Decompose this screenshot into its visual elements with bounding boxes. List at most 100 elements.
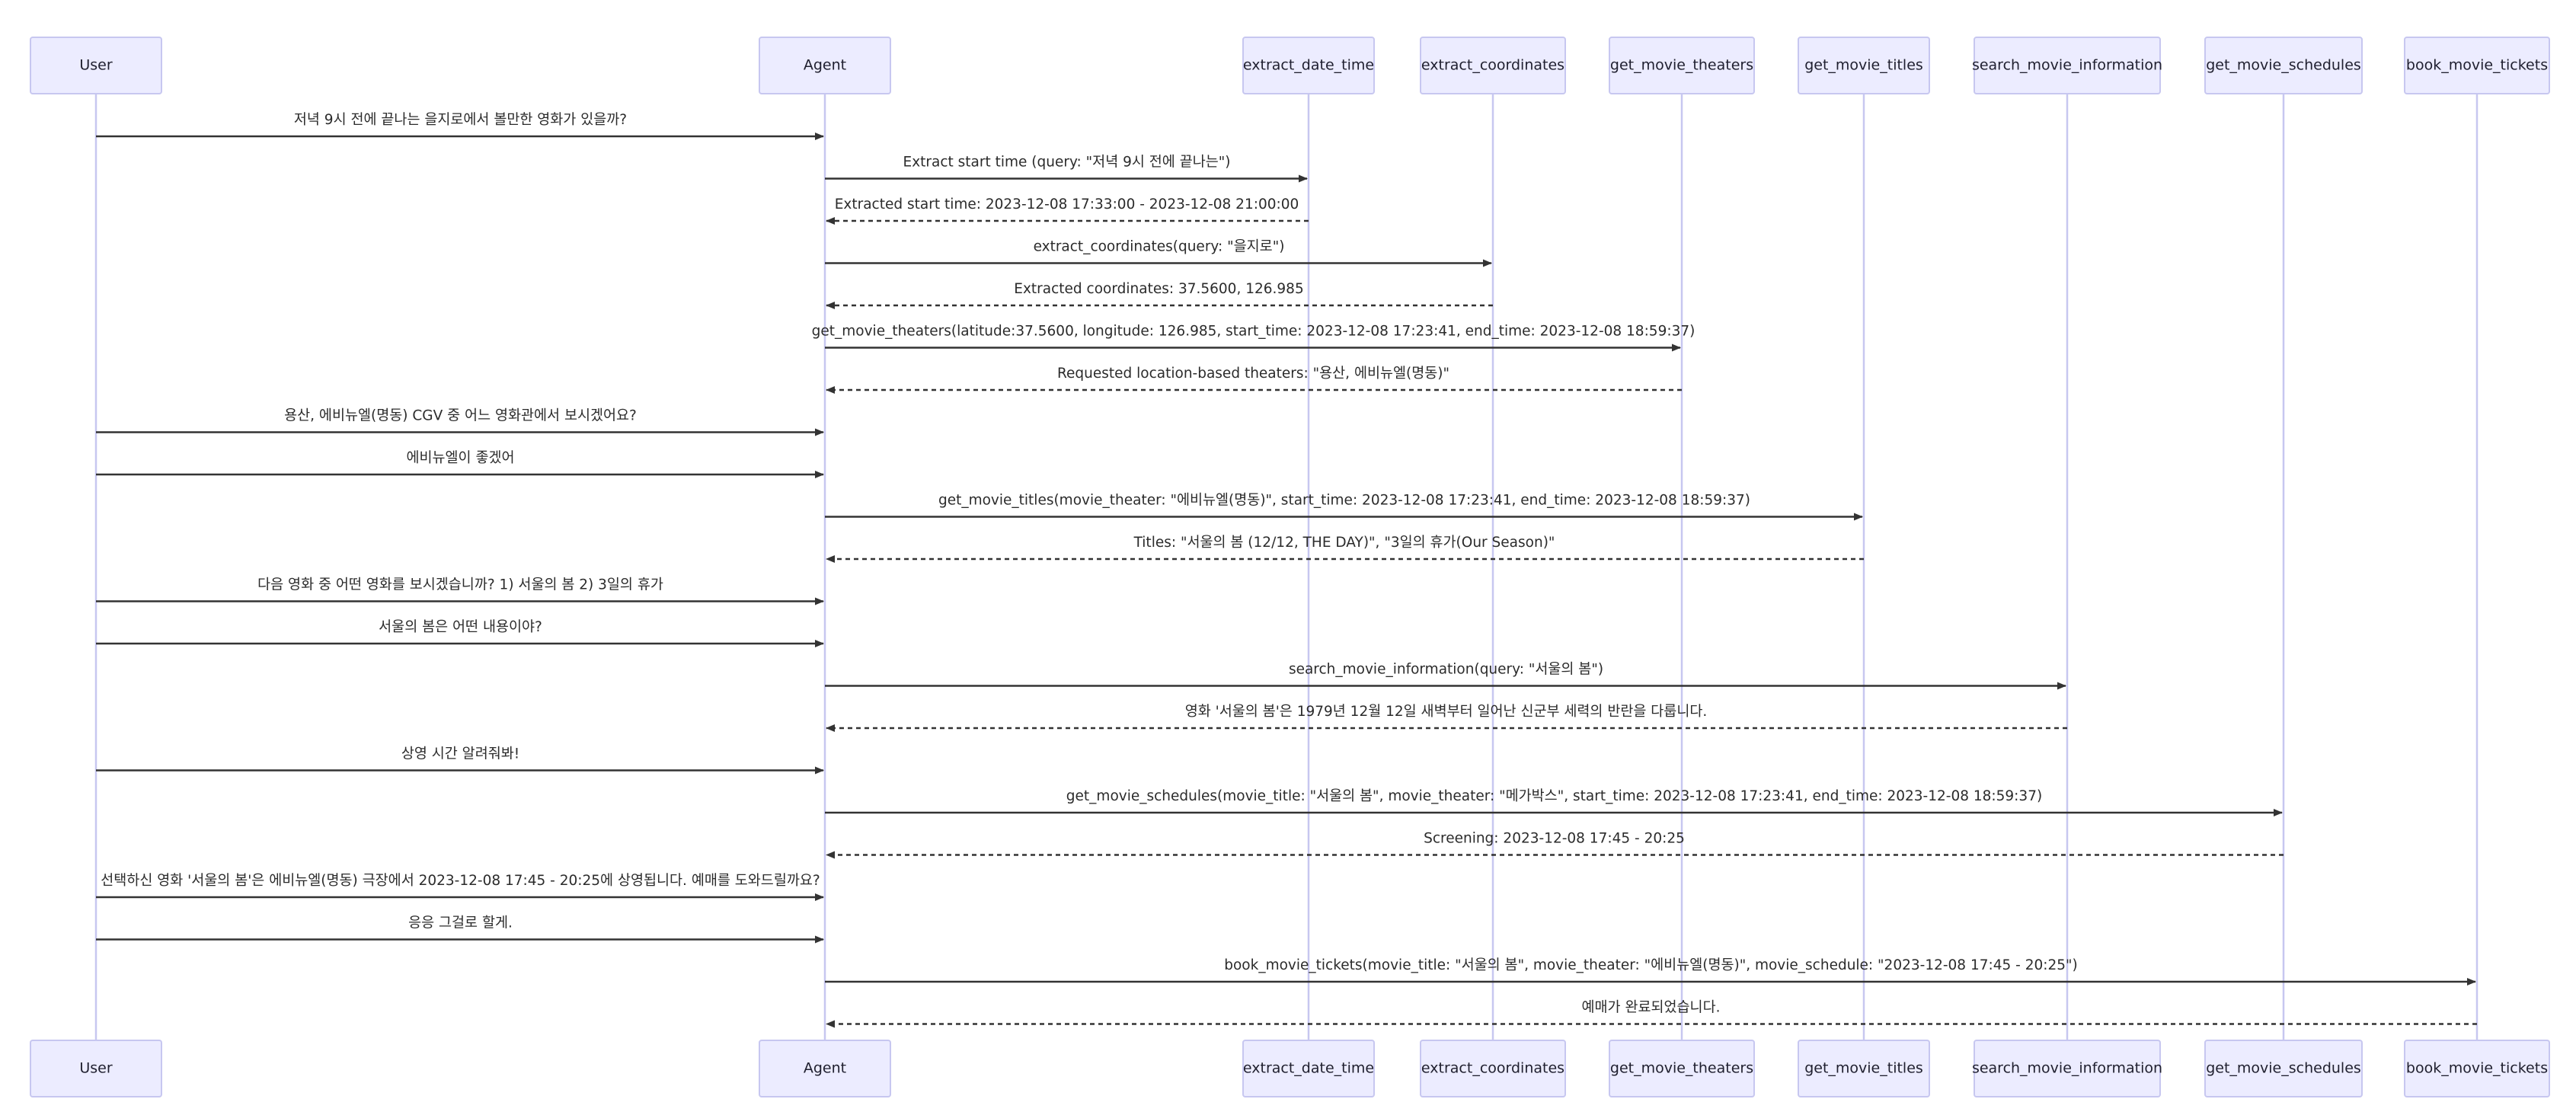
participant-box xyxy=(2404,37,2550,94)
participant-agent-top: Agent xyxy=(759,37,891,94)
message-4: extract_coordinates(query: "을지로") xyxy=(825,239,1492,267)
message-label: Extracted start time: 2023-12-08 17:33:0… xyxy=(835,196,1299,212)
message-22: 예매가 완료되었습니다. xyxy=(826,1000,2477,1028)
message-label: search_movie_information(query: "서울의 봄") xyxy=(1289,662,1603,678)
message-label: get_movie_theaters(latitude:37.5600, lon… xyxy=(812,324,1695,340)
participant-label: User xyxy=(79,57,112,74)
participant-label: extract_coordinates xyxy=(1421,57,1564,74)
message-18: Screening: 2023-12-08 17:45 - 20:25 xyxy=(826,831,2284,859)
participant-label: extract_date_time xyxy=(1243,57,1374,74)
message-label: 예매가 완료되었습니다. xyxy=(1582,1000,1721,1016)
participant-user-bottom: User xyxy=(30,1040,162,1097)
participant-box xyxy=(759,1040,891,1097)
participant-box xyxy=(1420,1040,1566,1097)
participant-label: get_movie_titles xyxy=(1804,57,1923,74)
participant-label: Agent xyxy=(804,57,846,74)
participant-label: User xyxy=(79,1060,112,1077)
message-5: Extracted coordinates: 37.5600, 126.985 xyxy=(826,281,1493,309)
message-label: get_movie_schedules(movie_title: "서울의 봄"… xyxy=(1066,788,2042,804)
message-label: get_movie_titles(movie_theater: "에비뉴엘(명동… xyxy=(938,493,1750,509)
participant-label: extract_coordinates xyxy=(1421,1060,1564,1077)
message-label: Extracted coordinates: 37.5600, 126.985 xyxy=(1014,281,1303,297)
message-17: get_movie_schedules(movie_title: "서울의 봄"… xyxy=(825,788,2283,816)
message-10: get_movie_titles(movie_theater: "에비뉴엘(명동… xyxy=(825,493,1863,521)
message-1: 저녁 9시 전에 끝나는 을지로에서 볼만한 영화가 있을까? xyxy=(96,112,824,140)
message-2: Extract start time (query: "저녁 9시 전에 끝나는… xyxy=(825,155,1308,183)
participant-box xyxy=(1242,37,1375,94)
participant-box xyxy=(1974,1040,2161,1097)
message-9: 에비뉴엘이 좋겠어 xyxy=(96,450,824,478)
message-label: 다음 영화 중 어떤 영화를 보시겠습니까? 1) 서울의 봄 2) 3일의 휴… xyxy=(257,577,663,593)
participant-get_movie_theaters-bottom: get_movie_theaters xyxy=(1609,1040,1755,1097)
participant-box xyxy=(2404,1040,2550,1097)
participant-get_movie_theaters-top: get_movie_theaters xyxy=(1609,37,1755,94)
participant-box xyxy=(2204,1040,2363,1097)
participant-label: book_movie_tickets xyxy=(2406,1060,2548,1077)
message-label: 응응 그걸로 할게. xyxy=(408,915,513,931)
participant-get_movie_titles-bottom: get_movie_titles xyxy=(1798,1040,1930,1097)
participant-extract_date_time-bottom: extract_date_time xyxy=(1242,1040,1375,1097)
message-6: get_movie_theaters(latitude:37.5600, lon… xyxy=(812,324,1695,352)
participant-label: get_movie_titles xyxy=(1804,1060,1923,1077)
participants-bottom: User Agent extract_date_time extract_coordi… xyxy=(30,1040,2550,1097)
message-label: Screening: 2023-12-08 17:45 - 20:25 xyxy=(1424,831,1685,847)
message-label: 상영 시간 알려줘봐! xyxy=(401,746,519,762)
participant-get_movie_schedules-bottom: get_movie_schedules xyxy=(2204,1040,2363,1097)
participant-get_movie_titles-top: get_movie_titles xyxy=(1798,37,1930,94)
message-19: 선택하신 영화 '서울의 봄'은 에비뉴엘(명동) 극장에서 2023-12-0… xyxy=(96,873,824,901)
message-label: Extract start time (query: "저녁 9시 전에 끝나는… xyxy=(903,155,1231,171)
message-label: 서울의 봄은 어떤 내용이야? xyxy=(379,619,542,635)
participant-book_movie_tickets-top: book_movie_tickets xyxy=(2404,37,2550,94)
participant-box xyxy=(1974,37,2161,94)
message-label: Titles: "서울의 봄 (12/12, THE DAY)", "3일의 휴… xyxy=(1133,535,1555,551)
participant-box xyxy=(1242,1040,1375,1097)
participant-label: get_movie_schedules xyxy=(2206,57,2361,74)
message-label: Requested location-based theaters: "용산, … xyxy=(1057,366,1449,382)
participant-search_movie_information-top: search_movie_information xyxy=(1972,37,2162,94)
message-16: 상영 시간 알려줘봐! xyxy=(96,746,824,775)
message-8: 용산, 에비뉴엘(명동) CGV 중 어느 영화관에서 보시겠어요? xyxy=(96,408,824,436)
participant-box xyxy=(1609,37,1755,94)
participant-label: get_movie_theaters xyxy=(1610,57,1753,74)
message-label: extract_coordinates(query: "을지로") xyxy=(1034,239,1285,255)
participant-extract_coordinates-bottom: extract_coordinates xyxy=(1420,1040,1566,1097)
participants-top: User Agent extract_date_time extract_coordi… xyxy=(30,37,2550,94)
participant-agent-bottom: Agent xyxy=(759,1040,891,1097)
message-20: 응응 그걸로 할게. xyxy=(96,915,824,944)
participant-box xyxy=(30,37,162,94)
message-21: book_movie_tickets(movie_title: "서울의 봄",… xyxy=(825,957,2476,986)
participant-box xyxy=(2204,37,2363,94)
participant-box xyxy=(1420,37,1566,94)
message-label: 영화 '서울의 봄'은 1979년 12월 12일 새벽부터 일어난 신군부 세… xyxy=(1185,704,1708,720)
participant-box xyxy=(1798,1040,1930,1097)
lifelines xyxy=(94,94,2479,1040)
message-11: Titles: "서울의 봄 (12/12, THE DAY)", "3일의 휴… xyxy=(826,535,1864,563)
message-label: book_movie_tickets(movie_title: "서울의 봄",… xyxy=(1224,957,2078,973)
message-label: 에비뉴엘이 좋겠어 xyxy=(406,450,514,466)
participant-label: Agent xyxy=(804,1060,846,1077)
message-7: Requested location-based theaters: "용산, … xyxy=(826,366,1682,394)
participant-extract_date_time-top: extract_date_time xyxy=(1242,37,1375,94)
message-label: 용산, 에비뉴엘(명동) CGV 중 어느 영화관에서 보시겠어요? xyxy=(284,408,637,424)
participant-label: get_movie_theaters xyxy=(1610,1060,1753,1077)
participant-search_movie_information-bottom: search_movie_information xyxy=(1972,1040,2162,1097)
participant-book_movie_tickets-bottom: book_movie_tickets xyxy=(2404,1040,2550,1097)
message-14: search_movie_information(query: "서울의 봄") xyxy=(825,662,2066,690)
participant-label: get_movie_schedules xyxy=(2206,1060,2361,1077)
participant-label: search_movie_information xyxy=(1972,57,2162,74)
participant-box xyxy=(759,37,891,94)
participant-label: search_movie_information xyxy=(1972,1060,2162,1077)
message-label: 선택하신 영화 '서울의 봄'은 에비뉴엘(명동) 극장에서 2023-12-0… xyxy=(101,873,820,889)
participant-label: extract_date_time xyxy=(1243,1060,1374,1077)
message-12: 다음 영화 중 어떤 영화를 보시겠습니까? 1) 서울의 봄 2) 3일의 휴… xyxy=(96,577,824,605)
participant-box xyxy=(1609,1040,1755,1097)
message-15: 영화 '서울의 봄'은 1979년 12월 12일 새벽부터 일어난 신군부 세… xyxy=(826,704,2067,732)
participant-user-top: User xyxy=(30,37,162,94)
messages: 저녁 9시 전에 끝나는 을지로에서 볼만한 영화가 있을까? Extract s… xyxy=(96,112,2477,1028)
participant-label: book_movie_tickets xyxy=(2406,57,2548,74)
participant-get_movie_schedules-top: get_movie_schedules xyxy=(2204,37,2363,94)
message-3: Extracted start time: 2023-12-08 17:33:0… xyxy=(826,196,1309,225)
message-13: 서울의 봄은 어떤 내용이야? xyxy=(96,619,824,647)
message-label: 저녁 9시 전에 끝나는 을지로에서 볼만한 영화가 있을까? xyxy=(294,112,627,128)
